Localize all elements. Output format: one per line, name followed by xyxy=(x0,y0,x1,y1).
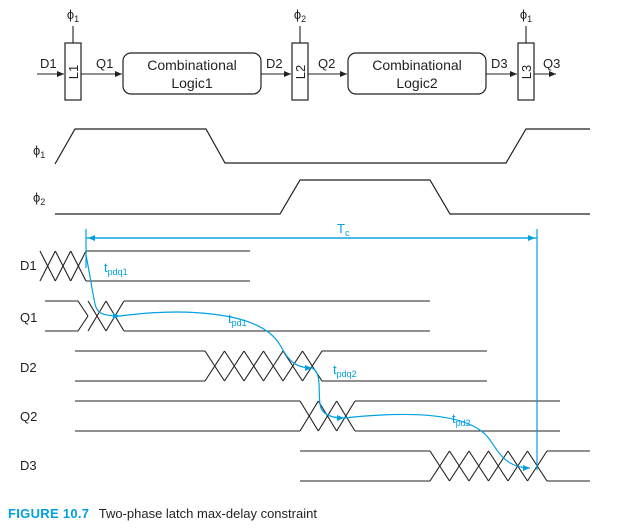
clock-phi2-wave xyxy=(55,179,590,215)
figure-caption: FIGURE 10.7 Two-phase latch max-delay co… xyxy=(8,506,317,521)
delay-pdq2-path xyxy=(311,367,345,421)
wave-d3-label: D3 xyxy=(20,458,37,473)
latch-l1: L1 ϕ1 xyxy=(64,7,82,101)
latch-l3-label: L3 xyxy=(519,65,534,79)
latch-l3-clock: ϕ1 xyxy=(520,7,532,24)
delay-pdq2-label: tpdq2 xyxy=(333,362,357,379)
delay-pd1-label: tpd1 xyxy=(228,311,247,328)
latch-l1-label: L1 xyxy=(66,65,81,79)
clock-phi2-label: ϕ2 xyxy=(33,190,45,207)
clock-waveforms: ϕ1 ϕ2 xyxy=(33,128,590,215)
delay-pdq1-path xyxy=(85,254,121,319)
signal-d1-label: D1 xyxy=(40,56,57,71)
signal-q2-label: Q2 xyxy=(318,56,335,71)
logic-block-2: Combinational Logic2 xyxy=(347,52,487,95)
delay-pd1-path xyxy=(119,311,313,371)
clock-phi1-wave xyxy=(54,128,590,165)
latch-l3: L3 ϕ1 xyxy=(517,7,535,101)
data-waveforms: D1 Q1 D2 Q2 D3 xyxy=(20,250,590,482)
logic-block-2-line1: Combinational xyxy=(372,57,462,73)
wave-q1-label: Q1 xyxy=(20,310,37,325)
latch-l2-clock: ϕ2 xyxy=(294,7,306,24)
logic-block-1: Combinational Logic1 xyxy=(122,52,262,95)
delay-pd2-label: tpd2 xyxy=(452,411,471,428)
tc-label: Tc xyxy=(337,221,350,238)
figure-caption-text: Two-phase latch max-delay constraint xyxy=(98,506,317,521)
logic-block-1-line2: Logic1 xyxy=(171,75,212,91)
logic-block-2-line2: Logic2 xyxy=(396,75,437,91)
wave-q2-label: Q2 xyxy=(20,409,37,424)
clock-phi1-label: ϕ1 xyxy=(33,143,45,160)
wave-d2 xyxy=(75,350,487,382)
signal-q3-label: Q3 xyxy=(543,56,560,71)
timing-annotations: Tc tpdq1 tpd1 tpdq2 tpd2 xyxy=(85,221,538,471)
wave-d1 xyxy=(39,250,250,282)
delay-pd2-path xyxy=(343,413,531,471)
wave-d3 xyxy=(300,450,590,482)
wave-d1-label: D1 xyxy=(20,258,37,273)
latch-l1-clock: ϕ1 xyxy=(67,7,79,24)
wave-d2-label: D2 xyxy=(20,360,37,375)
delay-pdq1-label: tpdq1 xyxy=(104,260,128,277)
signal-d3-label: D3 xyxy=(491,56,508,71)
wave-q2 xyxy=(75,400,560,432)
latch-l2-label: L2 xyxy=(293,65,308,79)
signal-d2-label: D2 xyxy=(266,56,283,71)
latch-l2: L2 ϕ2 xyxy=(291,7,309,101)
logic-block-1-line1: Combinational xyxy=(147,57,237,73)
block-diagram: L1 ϕ1 L2 ϕ2 L3 ϕ1 Combinational xyxy=(37,7,560,101)
signal-q1-label: Q1 xyxy=(96,56,113,71)
figure-number: FIGURE 10.7 xyxy=(8,506,90,521)
